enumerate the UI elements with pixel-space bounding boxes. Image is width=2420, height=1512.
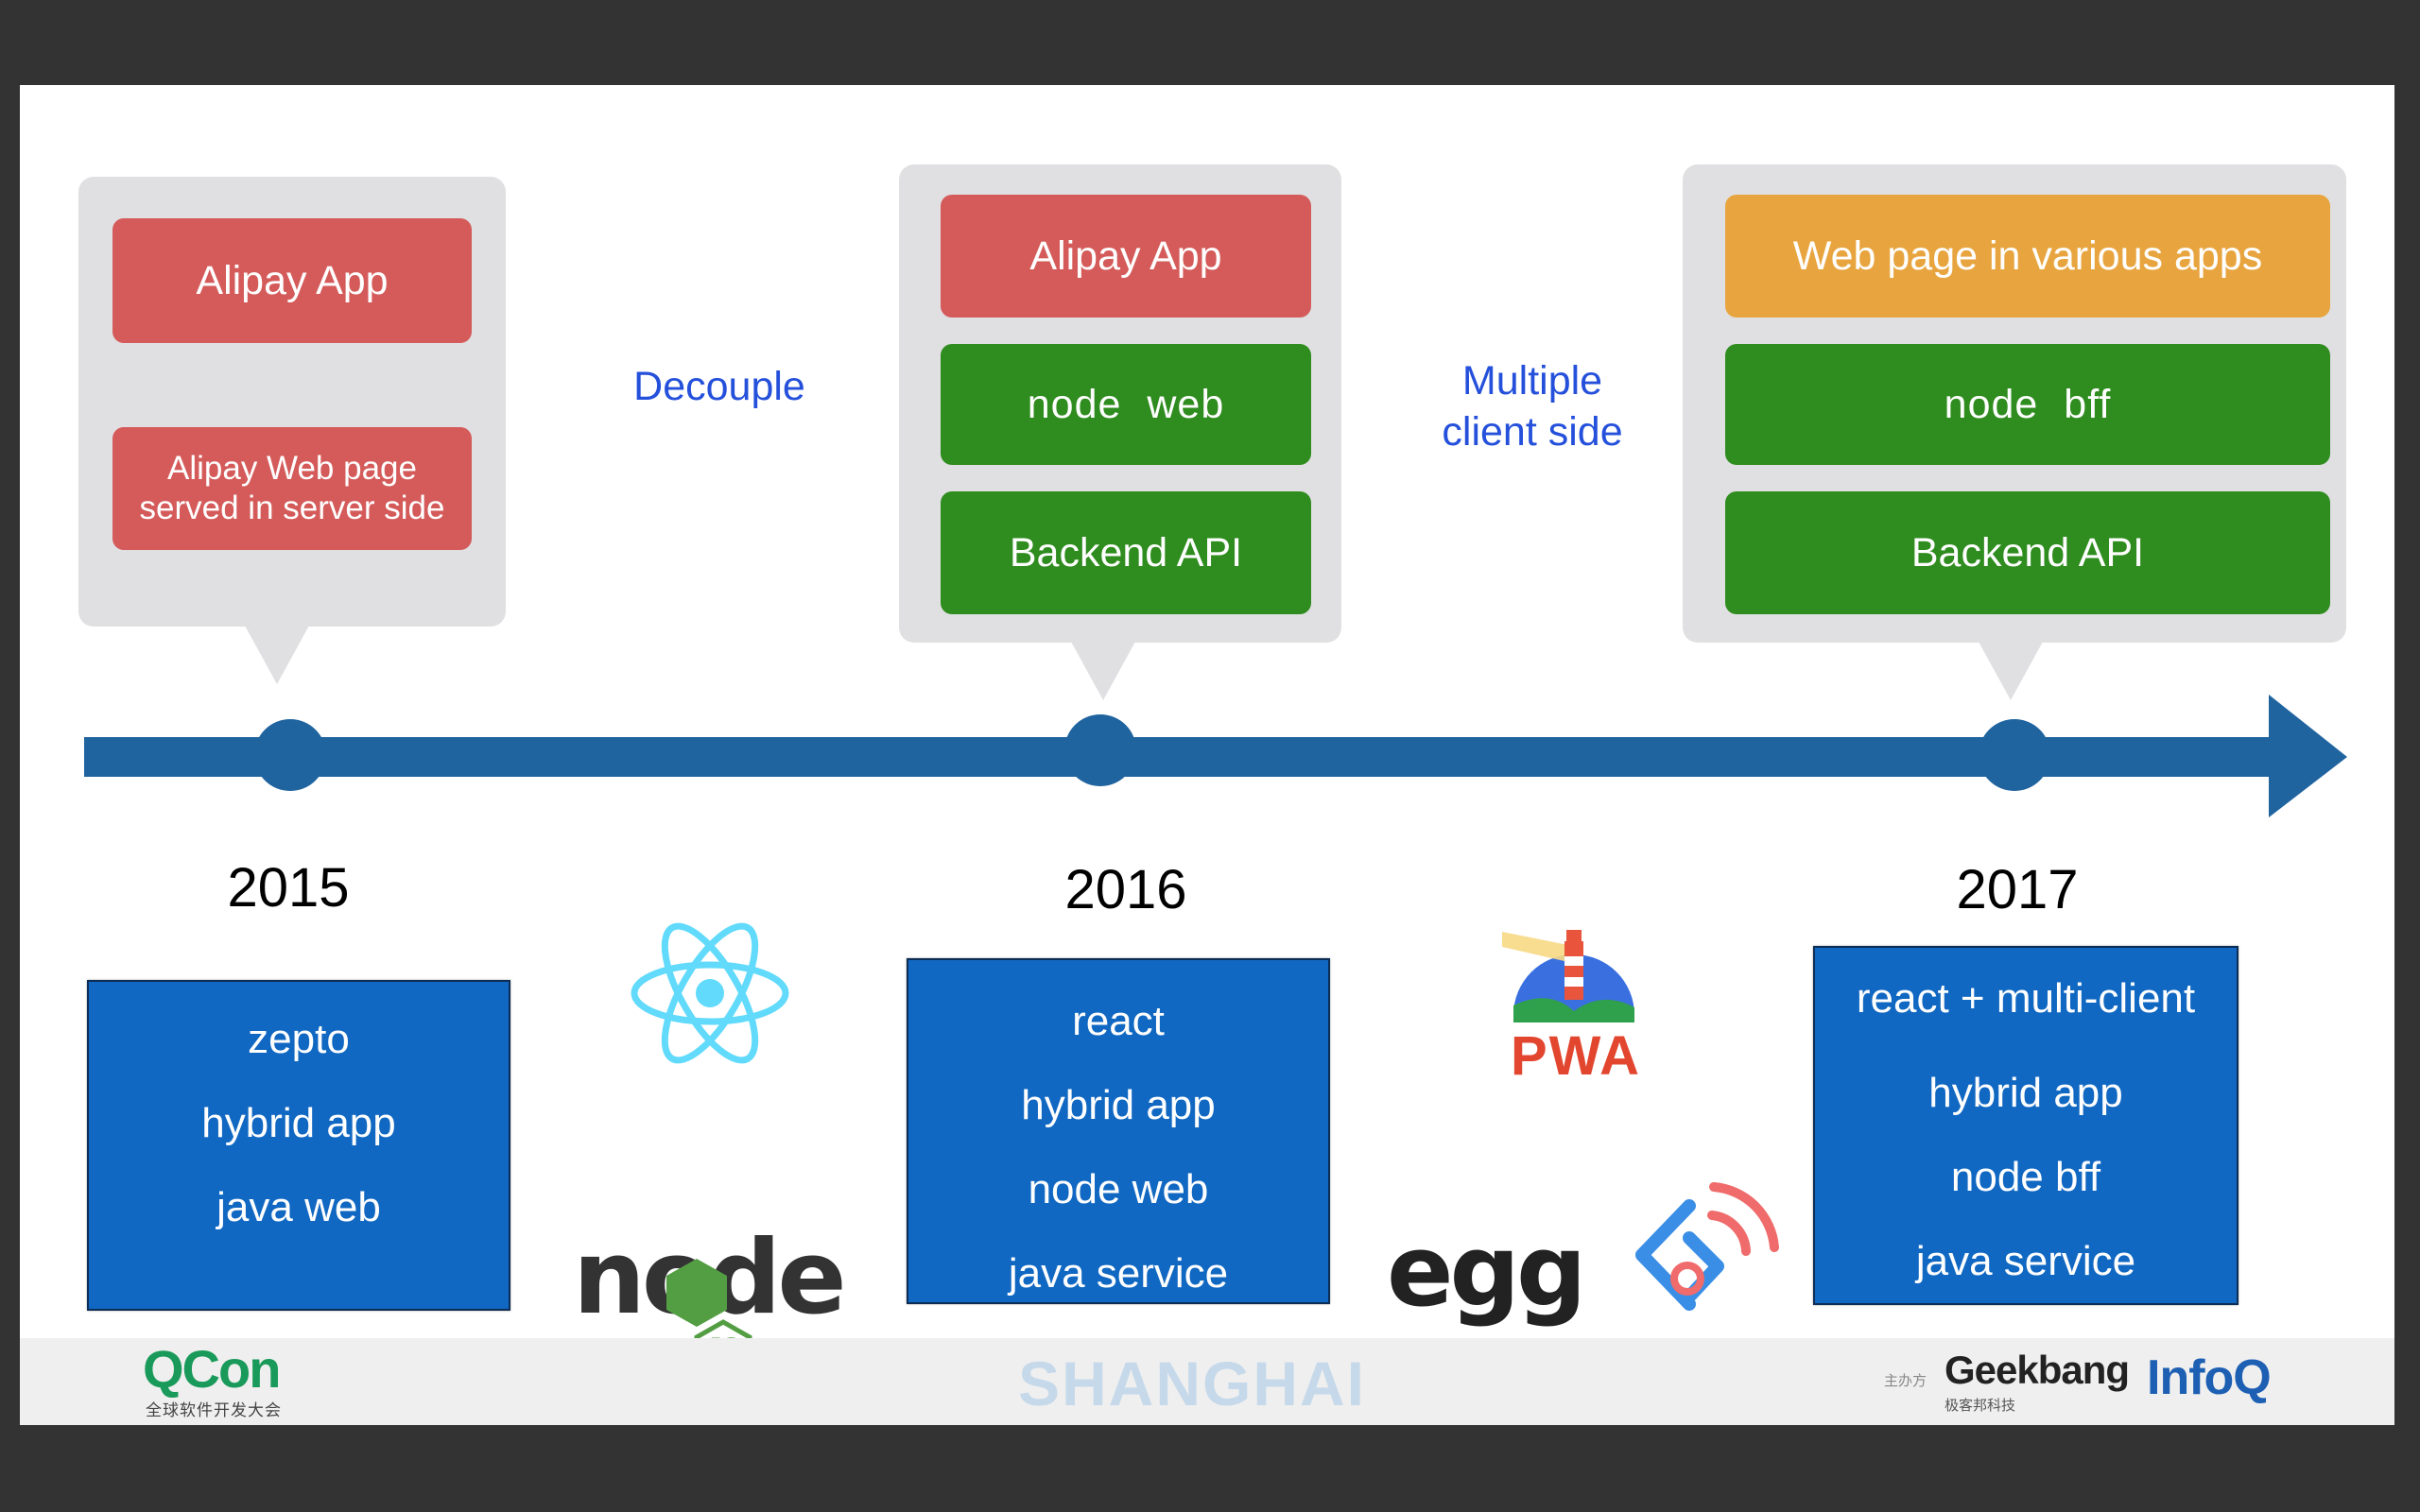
timeline-bar [84, 737, 2315, 777]
stack-2015-item: hybrid app [201, 1100, 396, 1146]
stack-2015-item: zepto [248, 1016, 350, 1062]
stack-2015-item: java web [216, 1184, 381, 1230]
egg-logo: egg [1387, 1213, 1586, 1329]
alipay-web-page-line1: Alipay Web page [167, 450, 417, 487]
ant-design-mobile-icon [1635, 1182, 1779, 1311]
node-bff-box: node bff [1725, 344, 2330, 465]
stack-2017-item: react + multi-client [1856, 975, 2196, 1022]
timeline-arrow [84, 695, 2347, 817]
stack-2016-item: node web [1028, 1166, 1209, 1212]
year-2015: 2015 [227, 857, 350, 919]
backend-api-box-2017: Backend API [1725, 491, 2330, 614]
alipay-web-page-box: Alipay Web page served in server side [112, 427, 472, 550]
stack-2016-item: react [1072, 998, 1165, 1044]
lighthouse-icon [1502, 930, 1634, 1022]
callout-2016-pointer [1071, 642, 1135, 700]
callout-2015-pointer [245, 626, 309, 684]
qcon-logo: QCon [143, 1339, 281, 1399]
geekbang-subtitle: 极客邦科技 [1945, 1397, 2016, 1414]
stack-2017-item: hybrid app [1928, 1070, 2123, 1116]
stack-2017: react + multi-client hybrid app node bff… [1813, 946, 2238, 1305]
node-web-box: node web [941, 344, 1311, 465]
sponsor-label: 主办方 [1884, 1372, 1927, 1389]
node-hexagon-icon [666, 1259, 727, 1327]
timeline-node-2016 [1064, 714, 1136, 786]
react-logo-icon [631, 922, 789, 1064]
qcon-subtitle: 全球软件开发大会 [146, 1401, 282, 1420]
backend-api-box-2016: Backend API [941, 491, 1311, 614]
timeline-node-2015 [254, 719, 326, 791]
footer: QCon 全球软件开发大会 SHANGHAI 主办方 Geekbang 极客邦科… [20, 1338, 2394, 1425]
stack-2017-item: node bff [1950, 1154, 2101, 1200]
alipay-web-page-line2: served in server side [139, 490, 445, 526]
stack-2017-item: java service [1915, 1238, 2136, 1284]
slide: Alipay App Alipay Web page served in ser… [20, 85, 2394, 1425]
stack-2016: react hybrid app node web java service [907, 958, 1330, 1304]
alipay-app-box-2016: Alipay App [941, 195, 1311, 318]
transition-multiple-client: Multiple client side [1442, 358, 1623, 455]
infoq-logo: InfoQ [2147, 1350, 2272, 1405]
alipay-app-box-2015: Alipay App [112, 218, 472, 343]
alipay-app-label: Alipay App [196, 257, 389, 303]
year-2017: 2017 [1956, 859, 2079, 920]
stack-2016-item: hybrid app [1021, 1082, 1216, 1128]
geekbang-logo: Geekbang [1945, 1348, 2130, 1392]
stack-2016-item: java service [1008, 1250, 1229, 1297]
year-2016: 2016 [1064, 859, 1187, 920]
node-logo: node JS [573, 1219, 856, 1389]
timeline-node-2017 [1979, 719, 2050, 791]
pwa-label: PWA [1510, 1025, 1642, 1087]
stack-2015: zepto hybrid app java web [87, 980, 510, 1311]
transition-decouple: Decouple [633, 364, 805, 409]
web-page-various-apps-box: Web page in various apps [1725, 195, 2330, 318]
timeline-arrowhead [2269, 695, 2347, 817]
callout-2017-pointer [1979, 642, 2043, 700]
city-label: SHANGHAI [1018, 1349, 1367, 1418]
